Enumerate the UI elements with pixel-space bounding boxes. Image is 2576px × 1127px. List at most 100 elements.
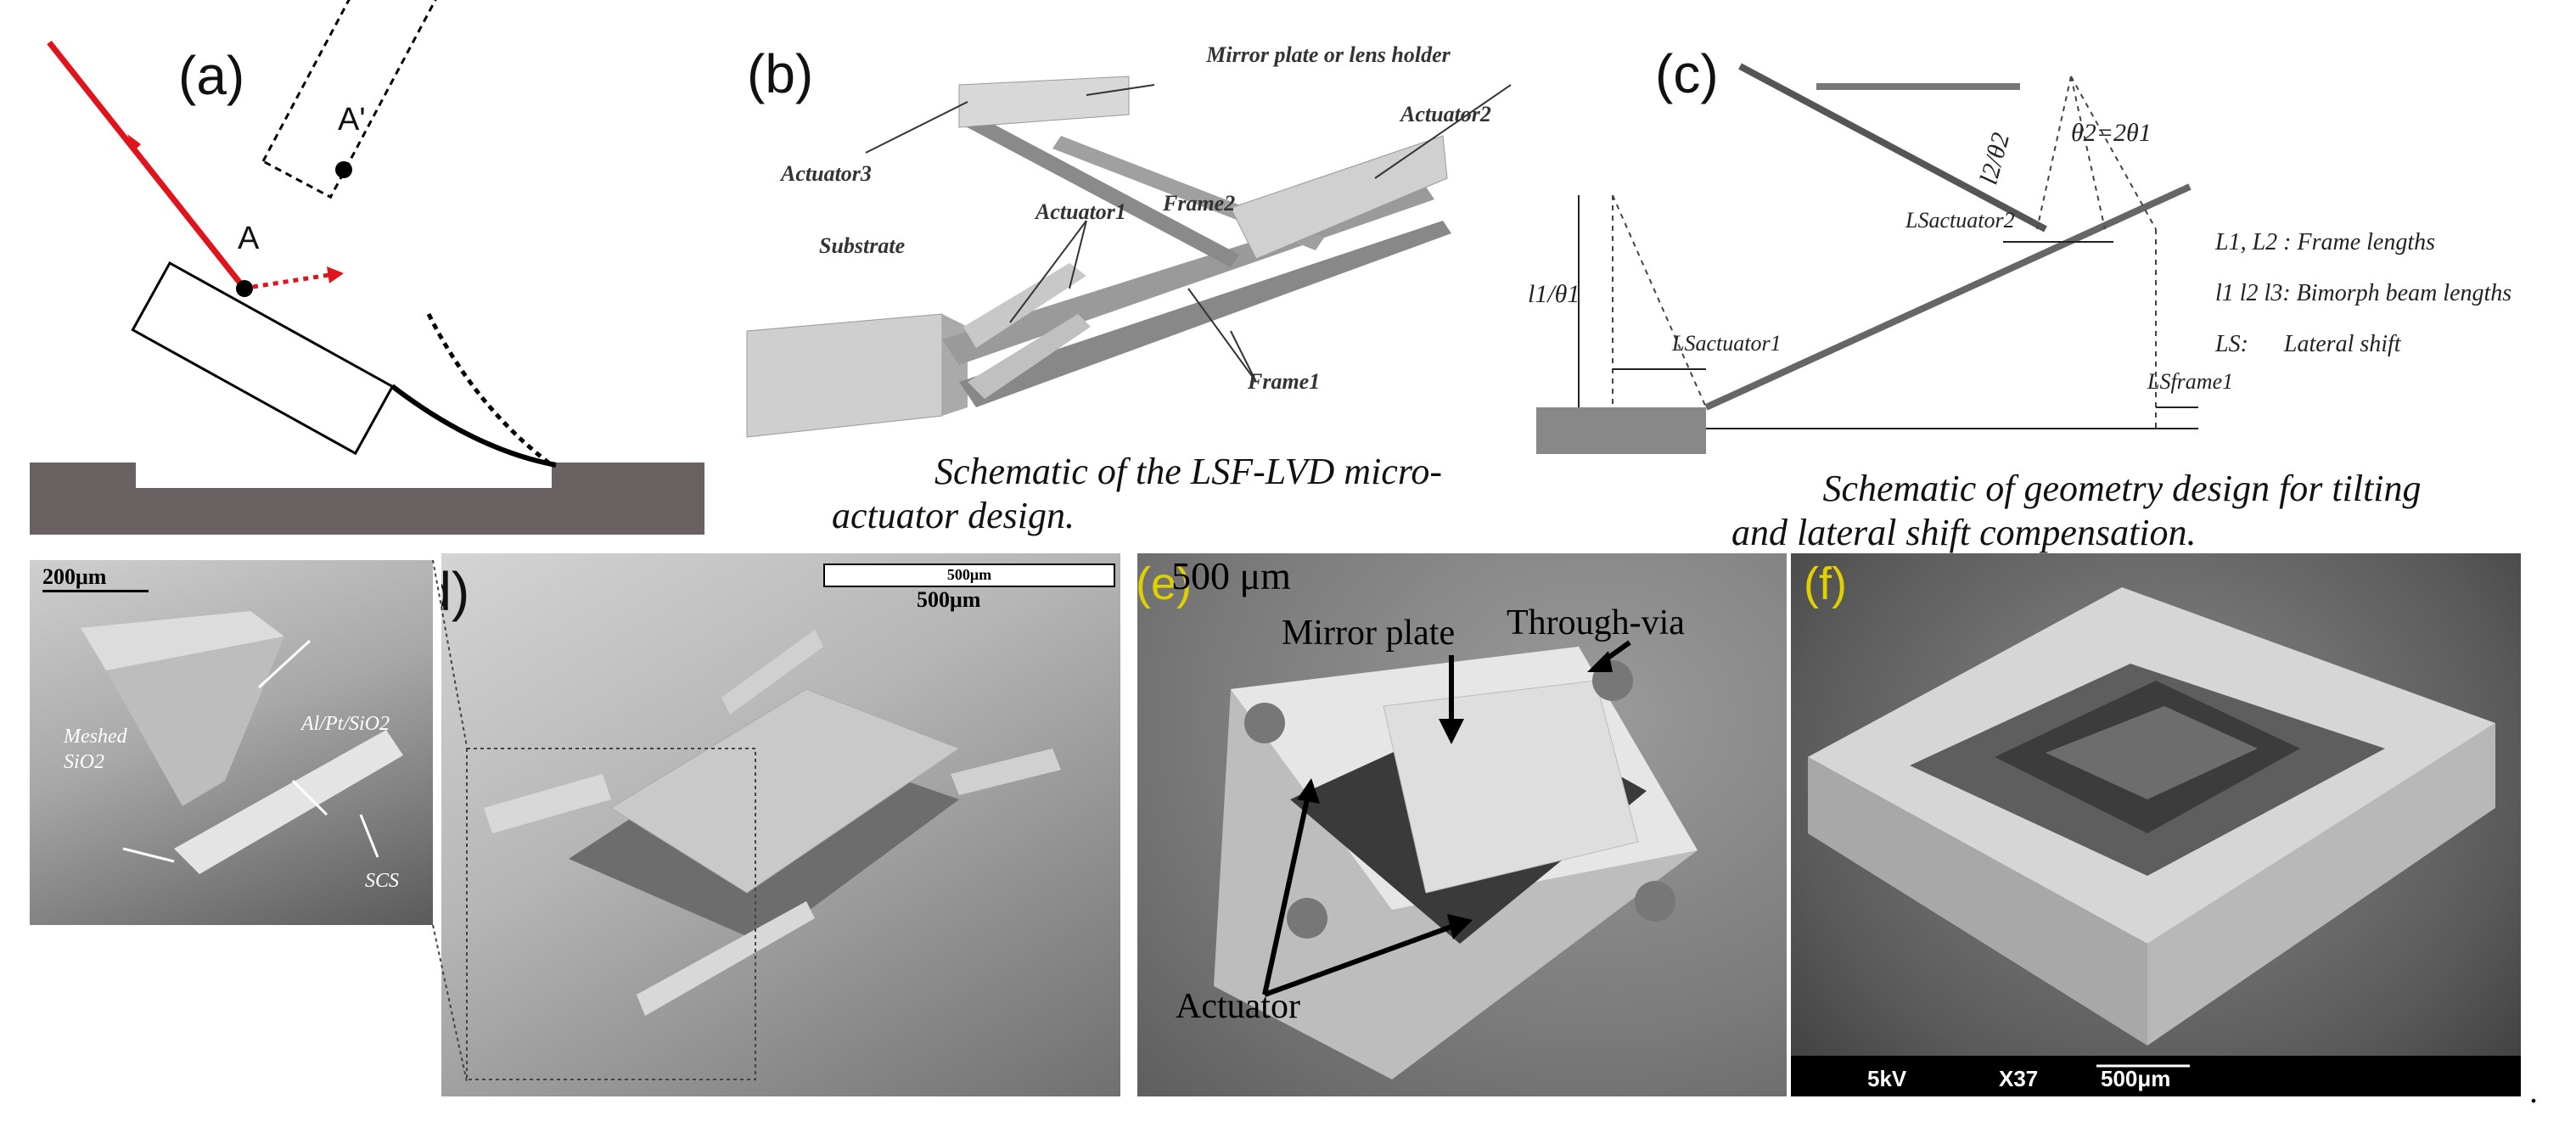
scale-200: 200μm [42, 564, 149, 592]
frame-l2 [1738, 63, 2047, 233]
chip-e-drawing [1214, 640, 1698, 1079]
substrate-side [942, 314, 968, 416]
through-via-label: Through-via [1507, 603, 1685, 642]
ls-actuator2-label: LSactuator2 [1905, 208, 2015, 233]
arrow-actuator-1 [1262, 799, 1310, 995]
caption-b: Schematic of the LSF-LVD micro- actuator… [832, 451, 1442, 536]
kv-label: 5kV [1867, 1066, 1907, 1091]
mirror-plate-label: Mirror plate [1282, 614, 1456, 653]
construction-1 [2036, 76, 2072, 230]
chip-f-mirror [2046, 706, 2258, 799]
legend-bimorph: l1 l2 l3: Bimorph beam lengths [2215, 280, 2512, 306]
frame2-shape [959, 110, 1239, 267]
frame1-shape-lower [959, 221, 1451, 407]
construction-3 [2070, 76, 2157, 230]
point-a-prime-dot [335, 161, 352, 178]
legend-frame: L1, L2 : Frame lengths [2215, 229, 2435, 255]
plate-dashed [261, 0, 452, 199]
point-a-label: A [238, 221, 260, 256]
mirror-plate-shape [958, 76, 1130, 128]
ground-block [1536, 407, 1706, 454]
arrow-actuator-1-head-icon [1297, 778, 1320, 804]
leader-actuator2 [1374, 84, 1512, 179]
panel-d-label: (d) [441, 561, 470, 622]
leader-actuator1-a [1009, 220, 1087, 323]
beam-top [81, 611, 284, 670]
mirror-plate [610, 688, 961, 894]
arrow-al-2 [291, 779, 328, 816]
panel-c-label: (c) [1655, 43, 1719, 104]
panel-c-diagram [1536, 63, 2198, 454]
actuator-right [951, 749, 1061, 795]
leader-actuator3 [865, 101, 968, 154]
chip-f-front-right [2147, 723, 2495, 1046]
arrow-meshed [122, 847, 175, 863]
panel-d-main: (d) 500μm 500μm [441, 553, 1120, 1096]
frame-l1 [1704, 183, 2192, 411]
substrate-block [746, 313, 943, 438]
panel-b-label: (b) [747, 43, 814, 104]
bimorph-solid [390, 384, 557, 468]
al-pt-label: Al/Pt/SiO2 [301, 713, 390, 735]
scale-500: 500μm [917, 587, 981, 612]
chip-f-front-left [1808, 757, 2147, 1046]
actuator-bottom [637, 901, 815, 1016]
laser-arrow-icon [127, 134, 141, 151]
mag-label: X37 [1999, 1066, 2039, 1091]
actuator1-shape [963, 263, 1086, 348]
mirror-plate-label-1: Mirror plate or lens holder [1206, 42, 1451, 67]
laser-beam [47, 40, 247, 291]
shift-arrow [252, 272, 330, 289]
construction-2 [2070, 76, 2106, 230]
via-1 [1244, 703, 1285, 743]
actuator-top [721, 630, 823, 715]
caption-c: Schematic of geometry design for tilting… [1731, 468, 2422, 553]
arrow-scs [359, 814, 379, 858]
construction-5 [1612, 194, 1707, 408]
panel-b-diagram [746, 76, 1512, 438]
panel-a-label: (a) [178, 45, 245, 106]
scale-f-label: 500μm [2101, 1066, 2171, 1091]
theta2-label: θ2=2θ1 [2071, 119, 2152, 147]
substrate-label: Substrate [819, 233, 906, 258]
inset-sem-drawing [81, 611, 403, 874]
arrow-actuator-2-head-icon [1447, 914, 1473, 939]
panel-a-diagram [30, 0, 704, 535]
panel-d-inset: 200μm Meshed SiO2 Al/Pt/SiO2 SCS [30, 560, 433, 925]
l1-theta1-label: l1/θ1 [1528, 280, 1580, 308]
panel-a: (a) A A' [0, 0, 713, 543]
scs-label: SCS [365, 870, 400, 892]
frame1-label: Frame1 [1248, 369, 1321, 394]
via-4 [1635, 881, 1675, 922]
meshed-label: Meshed [64, 726, 127, 748]
leader-frame1-a [1187, 288, 1257, 383]
leader-frame1-b [1230, 330, 1257, 383]
actuator-left [484, 774, 611, 833]
actuator1-shape-b [968, 314, 1091, 399]
sem-footer-text: 5kV X37 500μm [1791, 1061, 2521, 1095]
point-a-dot [236, 280, 253, 297]
trailing-period: . [2529, 1072, 2538, 1110]
bimorph-dashed [426, 312, 553, 467]
scale-500-box: 500μm [823, 564, 1115, 587]
panel-f: (f) 5kV X37 500μm [1791, 553, 2521, 1096]
chip-f-drawing [1791, 587, 2521, 1096]
actuator-label: Actuator [1176, 987, 1300, 1026]
scale-e: 500 μm [1171, 554, 1291, 597]
panel-e-label: (e) [1137, 558, 1192, 609]
leader-mirror [1086, 84, 1155, 96]
arrow-actuator-2 [1263, 924, 1453, 997]
substrate-shape [30, 463, 704, 535]
actuator3-label: Actuator3 [781, 161, 872, 186]
panel-f-label: (f) [1804, 558, 1847, 609]
point-a-prime-label: A' [338, 102, 366, 137]
arrow-al [257, 639, 311, 689]
legend-ls: LS: Lateral shift [2215, 331, 2401, 357]
panel-b: (b) Mirror plate or lens holder Actuator… [730, 34, 1528, 560]
shift-arrowhead-icon [327, 266, 344, 283]
panel-e: (e) 500 μm Mirror plate Through-via Actu… [1137, 553, 1787, 1096]
sem-footer [1791, 1056, 2521, 1096]
frame2-label: Frame2 [1163, 191, 1236, 216]
leader-actuator1-b [1069, 220, 1087, 289]
plate-solid [131, 261, 395, 456]
